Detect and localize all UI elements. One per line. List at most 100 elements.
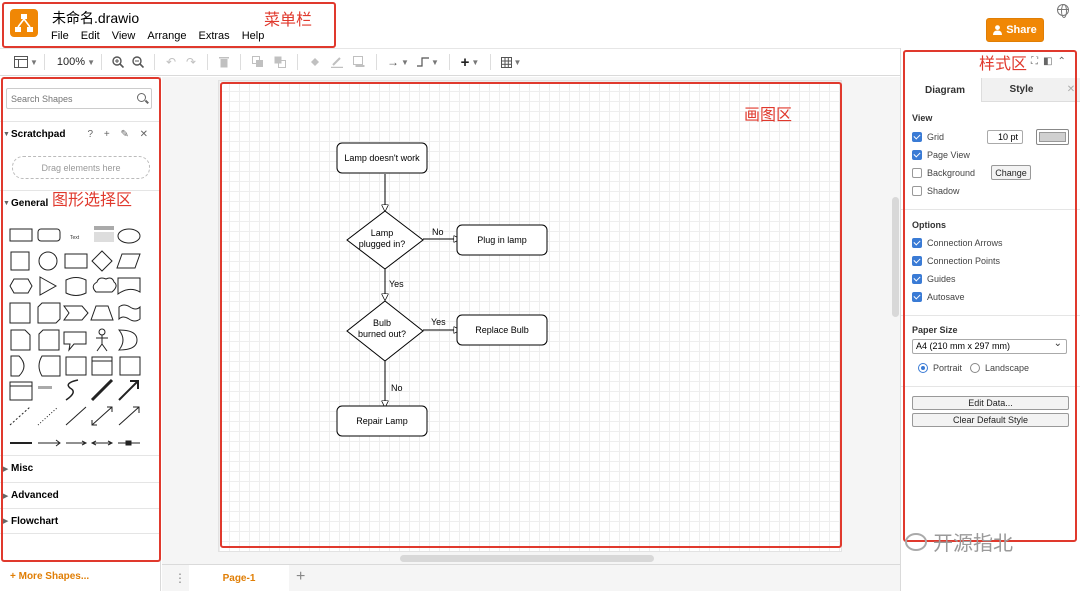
insert-button[interactable]: +▼ xyxy=(460,53,480,71)
page-view-option[interactable]: Page View xyxy=(912,149,970,161)
chevron-right-icon: ▶ xyxy=(3,465,9,473)
change-background-button[interactable]: Change xyxy=(991,165,1031,180)
fill-color-button[interactable] xyxy=(304,52,326,72)
to-front-button[interactable] xyxy=(247,52,269,72)
shadow-option[interactable]: Shadow xyxy=(912,185,960,197)
portrait-radio[interactable] xyxy=(918,363,928,373)
delete-button[interactable] xyxy=(214,52,234,72)
portrait-label: Portrait xyxy=(933,363,963,373)
flowchart-section-header[interactable]: ▶ Flowchart xyxy=(0,508,160,534)
tab-diagram[interactable]: Diagram xyxy=(924,84,965,96)
shape-rounded-rectangle xyxy=(37,228,61,242)
zoom-out-button[interactable] xyxy=(128,52,148,72)
zoom-dropdown[interactable]: 100%▼ xyxy=(56,56,95,68)
shadow-checkbox[interactable] xyxy=(912,186,922,196)
connection-points-option[interactable]: Connection Points xyxy=(912,255,1000,267)
node-decision2-label-2: burned out? xyxy=(358,329,406,339)
chevron-right-icon: ▶ xyxy=(3,518,9,525)
general-section-header[interactable]: ▼ General xyxy=(0,190,160,216)
background-option[interactable]: Background xyxy=(912,167,975,179)
panel-controls: ⛶◧⌃ xyxy=(1031,56,1071,67)
search-shapes-input[interactable] xyxy=(11,89,131,109)
panel-toggle-icon[interactable]: ◧ xyxy=(1043,56,1058,67)
search-shapes-box xyxy=(6,88,152,109)
shadow-icon xyxy=(352,56,365,67)
edit-data-button[interactable]: Edit Data... xyxy=(912,396,1069,410)
table-button[interactable]: ▼ xyxy=(497,52,525,72)
menu-file[interactable]: File xyxy=(51,30,69,42)
toolbar-divider xyxy=(375,54,377,70)
diagram-page[interactable]: Lamp doesn't work Lamp plugged in? Plug … xyxy=(218,80,842,552)
grid-option[interactable]: Grid xyxy=(912,131,944,143)
search-icon[interactable] xyxy=(137,93,146,102)
to-back-button[interactable] xyxy=(269,52,291,72)
shape-dashed-line xyxy=(9,406,31,426)
guides-option[interactable]: Guides xyxy=(912,273,956,285)
line-color-button[interactable] xyxy=(326,52,348,72)
scratchpad-header[interactable]: ▼ Scratchpad ? + ✎ ✕ xyxy=(0,121,160,147)
scratchpad-drop-zone[interactable]: Drag elements here xyxy=(12,156,150,179)
advanced-section-header[interactable]: ▶ Advanced xyxy=(0,482,160,508)
paint-bucket-icon xyxy=(310,58,319,66)
connection-arrows-option[interactable]: Connection Arrows xyxy=(912,237,1003,249)
canvas-area-annotation: 画图区 xyxy=(744,105,793,124)
horizontal-scrollbar[interactable] xyxy=(400,555,654,562)
guides-checkbox[interactable] xyxy=(912,274,922,284)
clear-default-style-button[interactable]: Clear Default Style xyxy=(912,413,1069,427)
more-shapes-button[interactable]: + More Shapes... xyxy=(10,571,90,582)
watermark-text: 开源指北 xyxy=(933,531,1013,555)
share-button[interactable]: Share xyxy=(986,18,1044,42)
menu-view[interactable]: View xyxy=(111,30,136,42)
portrait-option[interactable]: Portrait xyxy=(918,362,962,374)
misc-section-header[interactable]: ▶ Misc xyxy=(0,455,160,481)
general-title: General xyxy=(11,198,49,209)
tab-style[interactable]: Style xyxy=(981,78,1061,102)
close-panel-icon[interactable]: ✕ xyxy=(1061,78,1080,102)
grid-checkbox[interactable] xyxy=(912,132,922,142)
landscape-radio[interactable] xyxy=(970,363,980,373)
scratchpad-tools[interactable]: ? + ✎ ✕ xyxy=(87,129,152,140)
autosave-option[interactable]: Autosave xyxy=(912,291,965,303)
document-title[interactable]: 未命名.drawio xyxy=(52,10,140,26)
to-back-icon xyxy=(274,56,286,68)
paper-size-select[interactable]: A4 (210 mm x 297 mm) xyxy=(912,337,1067,354)
connection-arrows-checkbox[interactable] xyxy=(912,238,922,248)
vertical-scrollbar[interactable] xyxy=(892,197,899,317)
shape-list xyxy=(9,381,33,401)
background-checkbox[interactable] xyxy=(912,168,922,178)
zoom-in-button[interactable] xyxy=(108,52,128,72)
zoom-level: 100% xyxy=(56,56,86,68)
menu-arrange[interactable]: Arrange xyxy=(147,30,187,42)
background-label: Background xyxy=(927,168,976,178)
fullscreen-icon[interactable]: ⛶ xyxy=(1031,56,1043,67)
toolbar-divider xyxy=(43,54,45,70)
add-page-icon[interactable]: + xyxy=(296,568,306,585)
menu-extras[interactable]: Extras xyxy=(198,30,230,42)
menu-edit[interactable]: Edit xyxy=(80,30,100,42)
landscape-option[interactable]: Landscape xyxy=(970,362,1029,374)
language-globe-icon[interactable] xyxy=(1057,4,1069,18)
grid-size-input[interactable]: 10 pt xyxy=(987,130,1023,144)
connection-points-checkbox[interactable] xyxy=(912,256,922,266)
redo-button[interactable]: ↷ xyxy=(181,52,201,72)
autosave-checkbox[interactable] xyxy=(912,292,922,302)
grid-color-picker[interactable] xyxy=(1036,129,1069,145)
edge-no1-label: No xyxy=(432,227,444,237)
connection-style-button[interactable]: →▼ xyxy=(387,55,409,69)
collapse-icon[interactable]: ⌃ xyxy=(1057,56,1071,67)
view-section-title: View xyxy=(912,113,933,123)
undo-button[interactable]: ↶ xyxy=(161,52,181,72)
plus-icon: + xyxy=(460,53,470,71)
misc-title: Misc xyxy=(11,463,34,474)
tab-page-1[interactable]: Page-1 xyxy=(189,565,289,591)
waypoints-button[interactable]: ▼ xyxy=(413,52,443,72)
shape-actor xyxy=(98,328,106,336)
menu-help[interactable]: Help xyxy=(241,30,265,42)
node-action2-label: Replace Bulb xyxy=(475,325,529,335)
flowchart-diagram[interactable]: Lamp doesn't work Lamp plugged in? Plug … xyxy=(219,81,843,553)
shadow-button[interactable] xyxy=(348,52,370,72)
diagram-canvas-area[interactable]: Lamp doesn't work Lamp plugged in? Plug … xyxy=(162,77,900,564)
page-view-checkbox[interactable] xyxy=(912,150,922,160)
format-panel-toggle-button[interactable]: ▼ xyxy=(14,52,38,72)
pages-menu-icon[interactable]: ⋮ xyxy=(174,571,186,585)
